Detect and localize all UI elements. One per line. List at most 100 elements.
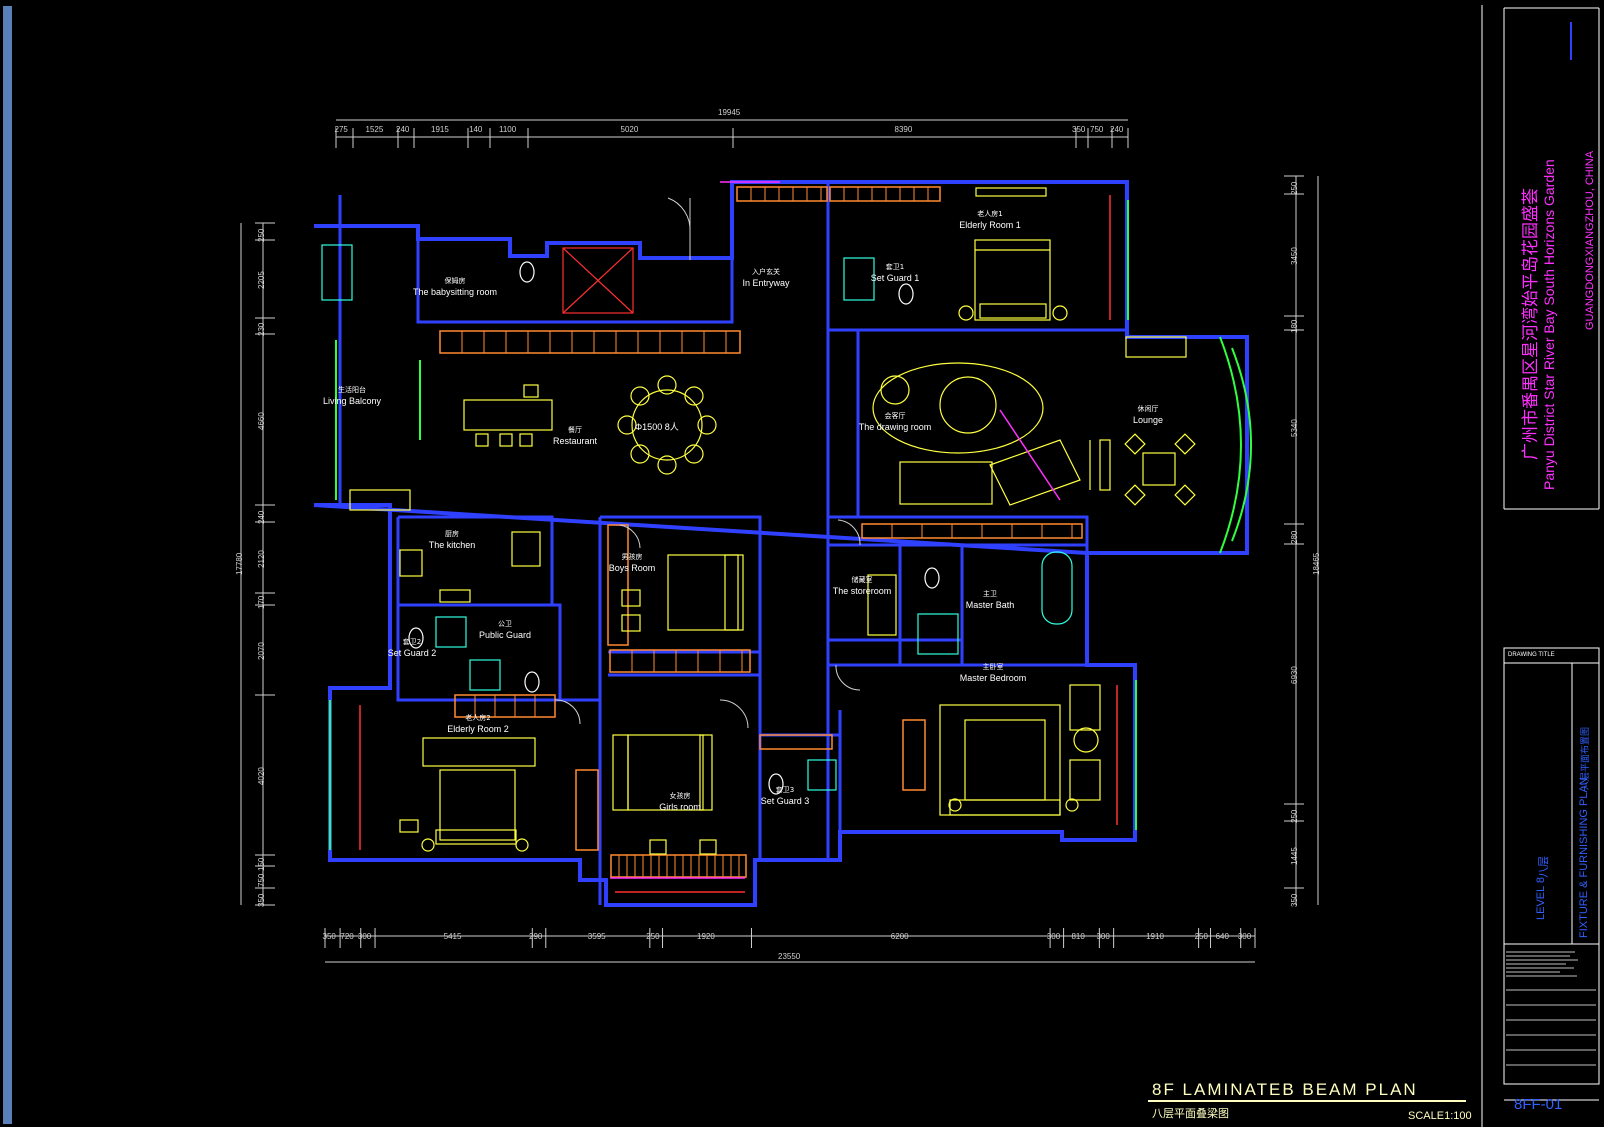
dimension-lines	[240, 119, 1319, 963]
room-label-en: Set Guard 3	[760, 796, 810, 806]
room-label-en: Restaurant	[552, 436, 598, 446]
dimension-left-2: 230	[257, 322, 266, 336]
dimension-right-7: 1445	[1290, 846, 1299, 865]
room-label-cn: 储藏室	[851, 576, 873, 584]
dimension-left-5: 2120	[257, 549, 266, 568]
dimension-right-0: 250	[1290, 181, 1299, 195]
dimension-left-3: 4660	[257, 411, 266, 430]
dimension-left-10: 750	[257, 873, 266, 887]
drawing-frame	[1481, 5, 1600, 1127]
plan-subtitle: 八层平面叠梁图	[1152, 1107, 1229, 1120]
dimension-right-overall: 18465	[1312, 552, 1321, 575]
dimension-bottom-15: 300	[1237, 932, 1252, 941]
interior-walls	[338, 182, 1127, 905]
room-label-cn: 生活阳台	[338, 386, 366, 394]
dimension-bottom-8: 6200	[890, 932, 909, 941]
exterior-walls	[313, 180, 1249, 907]
room-label-cn: 主卧室	[982, 663, 1004, 671]
room-label-en: In Entryway	[742, 278, 790, 288]
room-label-cn: 会客厅	[884, 412, 906, 420]
dimension-left-9: 150	[257, 857, 266, 871]
dimension-bottom-2: 300	[357, 932, 372, 941]
drawing-title-label: DRAWING TITLE	[1508, 652, 1555, 658]
fixtures	[321, 244, 1073, 791]
room-label-en: Girls room	[659, 802, 701, 812]
dimension-bottom-1: 720	[340, 932, 354, 941]
room-label-en: Master Bath	[965, 600, 1015, 610]
room-label-cn: 套卫1	[885, 263, 905, 271]
dimension-right-6: 250	[1290, 809, 1299, 823]
dimension-bottom-10: 810	[1071, 932, 1085, 941]
dimension-top-2: 240	[396, 125, 410, 134]
dimension-bottom-7: 1920	[697, 932, 715, 941]
drawing-name: FIXTURE & FURNISHING PLAN	[1578, 777, 1590, 938]
project-city: GUANGDONGXIANGZHOU, CHINA	[1584, 150, 1596, 330]
red-wall-strips	[359, 195, 1118, 893]
dimension-top-4: 140	[469, 125, 483, 134]
dimension-left-4: 240	[257, 510, 266, 524]
dimension-left-overall: 17780	[235, 552, 244, 575]
dimension-top-8: 350	[1072, 125, 1086, 134]
dimension-right-2: 180	[1290, 319, 1299, 333]
dimension-bottom-5: 3595	[587, 932, 606, 941]
room-label-cn: 保姆房	[444, 277, 466, 285]
dimension-bottom-9: 300	[1046, 932, 1061, 941]
room-label-en: Set Guard 2	[387, 648, 437, 658]
dimension-bottom-11: 300	[1096, 932, 1110, 941]
room-label-cn: 入户玄关	[752, 268, 780, 276]
room-label-cn: 女孩房	[669, 792, 691, 800]
cabinet-divisions	[439, 187, 1073, 877]
room-label-cn: 男孩房	[621, 553, 643, 561]
dimension-top-6: 5020	[620, 125, 639, 134]
dimension-top-10: 240	[1110, 125, 1124, 134]
left-side-bar	[3, 6, 12, 1124]
sheet-number: 8FF-01	[1514, 1096, 1563, 1113]
room-label-en: The babysitting room	[412, 287, 498, 297]
room-label-en: The storeroom	[832, 586, 892, 596]
dimension-right-3: 5340	[1290, 419, 1299, 437]
dimension-top-7: 8390	[894, 125, 913, 134]
room-label-cn: 套卫2	[402, 638, 422, 646]
drawing-name-cn: 八层平面布置图	[1581, 726, 1591, 790]
dimension-left-7: 2070	[257, 642, 266, 660]
dimension-bottom-0: 350	[322, 932, 336, 941]
dimension-top-0: 275	[334, 125, 348, 134]
windows	[329, 200, 1252, 850]
dimension-top-overall: 19945	[718, 108, 741, 117]
dimension-bottom-14: 640	[1215, 932, 1229, 941]
plan-title: 8F LAMINATEB BEAM PLAN	[1152, 1080, 1418, 1099]
drawing-level-cn: 八层	[1537, 856, 1550, 878]
dimension-bottom-6: 250	[646, 932, 660, 941]
dimension-bottom-3: 5415	[443, 932, 462, 941]
accent-lines	[610, 181, 1061, 879]
dimension-bottom-overall: 23550	[778, 952, 801, 961]
dimension-left-8: 4020	[257, 767, 266, 785]
room-label-cn: 厨房	[445, 530, 459, 538]
room-label-en: The kitchen	[428, 540, 476, 550]
dimension-right-1: 3450	[1290, 247, 1299, 265]
room-label-en: The drawing room	[858, 422, 932, 432]
room-label-cn: 套卫3	[775, 786, 795, 794]
dimension-top-1: 1525	[365, 125, 384, 134]
room-label-cn: 老人房1	[977, 210, 1003, 218]
project-name-en: Panyu District Star River Bay South Hori…	[1541, 159, 1557, 490]
room-label-en: Boys Room	[608, 563, 656, 573]
room-label-cn: 餐厅	[568, 426, 582, 434]
dining-table-note: Φ1500 8人	[635, 422, 679, 432]
dimension-right-4: 280	[1290, 530, 1299, 544]
room-label-en: Lounge	[1132, 415, 1164, 425]
dimension-top-9: 750	[1090, 125, 1104, 134]
room-label-en: Elderly Room 1	[959, 220, 1021, 230]
title-block-notes	[1506, 951, 1596, 1066]
doors	[554, 197, 861, 729]
room-label-cn: 公卫	[498, 620, 512, 628]
dimension-bottom-4: 290	[529, 932, 543, 941]
elevator-shaft	[562, 247, 634, 314]
room-label-en: Set Guard 1	[870, 273, 920, 283]
room-label-en: Living Balcony	[322, 396, 382, 406]
toilets	[408, 261, 940, 795]
room-label-en: Elderly Room 2	[447, 724, 509, 734]
dimension-left-1: 2205	[257, 271, 266, 289]
dimension-top-5: 1100	[499, 125, 517, 134]
